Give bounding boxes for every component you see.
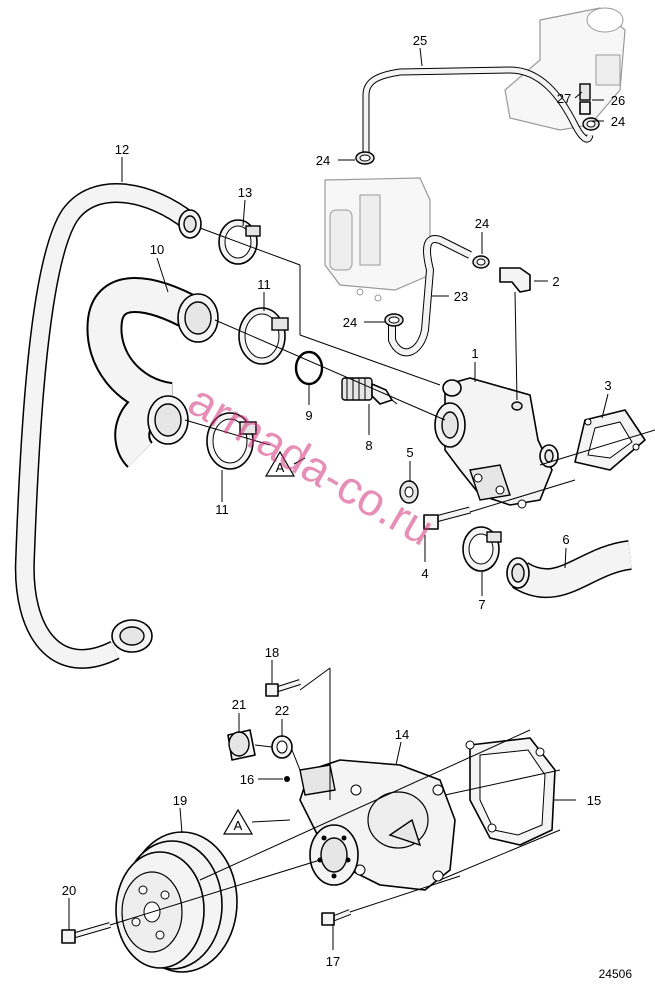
part-label-18: 18: [265, 645, 279, 660]
part-label-17: 17: [326, 954, 340, 969]
plug-16: [284, 776, 290, 782]
reference-mark-label: A: [234, 818, 243, 833]
part-label-3: 3: [604, 378, 611, 393]
bolt-17: [321, 909, 352, 926]
fitting-2: [499, 267, 531, 401]
clamp-13: [218, 219, 261, 265]
gasket-3: [574, 409, 646, 471]
part-label-8: 8: [365, 438, 372, 453]
part-label-14: 14: [395, 727, 409, 742]
clamp-24-b: [384, 313, 404, 327]
reference-mark-label: A: [276, 460, 285, 475]
part-label-24-a: 24: [316, 153, 330, 168]
pump-hub: [309, 824, 359, 886]
part-label-22: 22: [275, 703, 289, 718]
part-label-27: 27: [557, 91, 571, 106]
pulley-19: [115, 831, 238, 973]
clamp-11-lower: [206, 412, 257, 470]
clamp-22: [271, 735, 293, 759]
clamp-24-a: [355, 151, 375, 165]
hose-12: [14, 183, 202, 669]
clamp-24-c: [472, 255, 490, 269]
plug-5: [399, 480, 419, 504]
part-label-13: 13: [238, 185, 252, 200]
part-label-24-d: 24: [611, 114, 625, 129]
part-label-15: 15: [587, 793, 601, 808]
reference-mark-a-lower: A: [222, 808, 291, 835]
bolt-4: [423, 506, 471, 530]
part-label-1: 1: [471, 346, 478, 361]
bushing-21: [227, 729, 256, 761]
clamp-7: [462, 526, 502, 572]
part-label-19: 19: [173, 793, 187, 808]
part-label-24-c: 24: [475, 216, 489, 231]
gasket-15: [465, 737, 556, 846]
thermostat-8: [341, 377, 398, 405]
fuel-pump-assembly: [324, 177, 431, 302]
part-label-25: 25: [413, 33, 427, 48]
part-label-16: 16: [240, 772, 254, 787]
part-label-4: 4: [421, 566, 428, 581]
part-label-9: 9: [305, 408, 312, 423]
part-label-20: 20: [62, 883, 76, 898]
clamp-11-upper: [238, 307, 289, 365]
part-label-6: 6: [562, 532, 569, 547]
thermostat-housing-1: [434, 377, 559, 509]
part-label-2: 2: [552, 274, 559, 289]
nipple-26: [579, 101, 591, 115]
reference-mark-a-upper: A: [264, 450, 306, 477]
hose-25: [362, 66, 594, 158]
hose-6: [506, 540, 633, 599]
part-label-12: 12: [115, 142, 129, 157]
part-label-7: 7: [478, 597, 485, 612]
clamp-24-d: [582, 117, 600, 131]
part-label-10: 10: [150, 242, 164, 257]
hose-23: [388, 235, 472, 357]
figure-number: 24506: [599, 967, 633, 981]
part-label-26: 26: [611, 93, 625, 108]
bolt-18: [265, 679, 301, 697]
part-label-11-upper: 11: [257, 277, 271, 292]
leader-lines: [68, 47, 609, 950]
part-label-5: 5: [406, 445, 413, 460]
part-label-11-lower: 11: [215, 502, 229, 517]
hose-10: [86, 277, 219, 468]
part-label-24-b: 24: [343, 315, 357, 330]
part-label-21: 21: [232, 697, 246, 712]
assembly-lines: [109, 227, 655, 926]
part-label-23: 23: [454, 289, 468, 304]
fitting-27: [579, 83, 591, 101]
part-number-labels: 1 2 3 4 5 6 7 8 9 10 11 11 12 13 14 15 1…: [62, 33, 625, 969]
